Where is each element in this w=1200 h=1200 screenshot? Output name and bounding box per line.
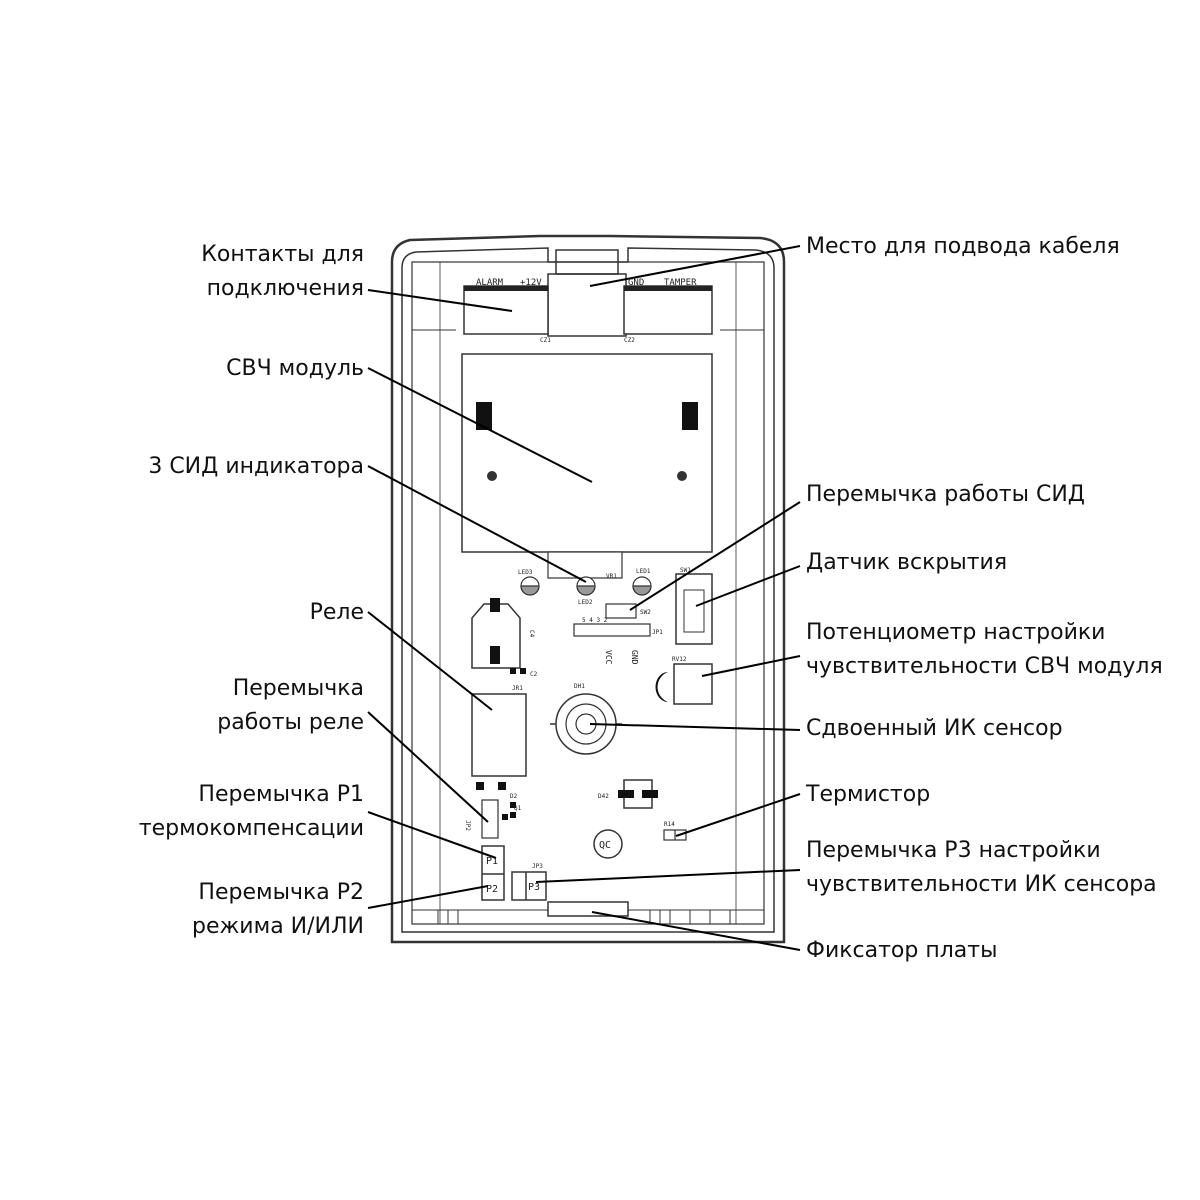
- gnd2-mark: GND: [630, 650, 639, 665]
- vcc-mark: VCC: [604, 650, 613, 665]
- c2-mark: C2: [530, 671, 538, 678]
- label-microwave: СВЧ модуль: [226, 356, 364, 381]
- alarm-mark: ALARM: [476, 278, 504, 288]
- label-led-jumper: Перемычка работы СИД: [806, 482, 1085, 507]
- label-latch: Фиксатор платы: [806, 938, 998, 963]
- housing: [390, 234, 786, 944]
- dh1-mark: DH1: [574, 683, 585, 690]
- qc-text: QC: [599, 840, 611, 851]
- p3-mark: P3: [528, 882, 540, 893]
- d42-mark: D42: [598, 793, 609, 800]
- v12-mark: +12V: [520, 278, 542, 288]
- label-thermistor: Термистор: [806, 782, 931, 807]
- jr1-mark: JR1: [512, 685, 523, 692]
- label-leds: 3 СИД индикатора: [148, 454, 364, 479]
- led-indicators: [520, 576, 652, 596]
- jp1-mark: JP1: [652, 629, 663, 636]
- qc-mark: [593, 829, 623, 859]
- leader-lines: [367, 245, 801, 951]
- label-tamper: Датчик вскрытия: [806, 550, 1008, 575]
- capacitor-c4: [471, 598, 526, 674]
- cable-entry: [547, 249, 627, 337]
- relay: [471, 693, 527, 790]
- led-jumper: [573, 603, 651, 637]
- tamper-switch: [675, 573, 713, 645]
- rv12-mark: RV12: [672, 656, 687, 663]
- terminal-block-right: GND TAMPER CZ2: [623, 278, 713, 344]
- label-p2-jumper: Перемычка Р2 режима И/ИЛИ: [191, 880, 364, 939]
- board-latch: [547, 901, 629, 917]
- label-potentiometer: Потенциометр настройки чувствительности …: [806, 620, 1163, 679]
- sw2-mark: SW2: [640, 609, 651, 616]
- label-p3-jumper: Перемычка Р3 настройки чувствительности …: [806, 838, 1157, 897]
- c4-mark: C4: [528, 630, 535, 638]
- label-pir: Сдвоенный ИК сенсор: [806, 716, 1063, 741]
- vr1-mark: VR1: [606, 573, 617, 580]
- sw1-mark: SW1: [680, 567, 691, 574]
- label-contacts: Контакты для подключения: [201, 242, 364, 301]
- relay-jumper: [481, 799, 516, 839]
- pins-mark: 5 4 3 2: [582, 617, 608, 624]
- jumper-p3: [511, 871, 547, 901]
- r14-mark: R14: [664, 821, 675, 828]
- label-p1-jumper: Перемычка Р1 термокомпенсации: [138, 782, 364, 841]
- p2-mark: P2: [486, 884, 498, 895]
- potentiometer: [655, 663, 713, 705]
- jp2-mark: JP2: [464, 820, 471, 831]
- component-d42: [618, 779, 658, 809]
- tamper-mark: TAMPER: [664, 278, 697, 288]
- label-cable: Место для подвода кабеля: [806, 234, 1120, 259]
- thermistor: [663, 829, 687, 841]
- d2-mark: D2: [510, 793, 518, 800]
- cz1-mark: CZ1: [540, 337, 551, 344]
- label-relay-jumper: Перемычка работы реле: [217, 676, 364, 735]
- p1-mark: P1: [486, 856, 498, 867]
- led1-mark: LED1: [636, 568, 651, 575]
- led2-mark: LED2: [578, 599, 593, 606]
- label-relay: Реле: [309, 600, 364, 625]
- led3-mark: LED3: [518, 569, 533, 576]
- cz2-mark: CZ2: [624, 337, 635, 344]
- jp3-mark: JP3: [532, 863, 543, 870]
- microwave-module: VR1: [461, 353, 713, 580]
- q1-mark: Q1: [514, 805, 522, 812]
- gnd-mark: GND: [628, 278, 644, 288]
